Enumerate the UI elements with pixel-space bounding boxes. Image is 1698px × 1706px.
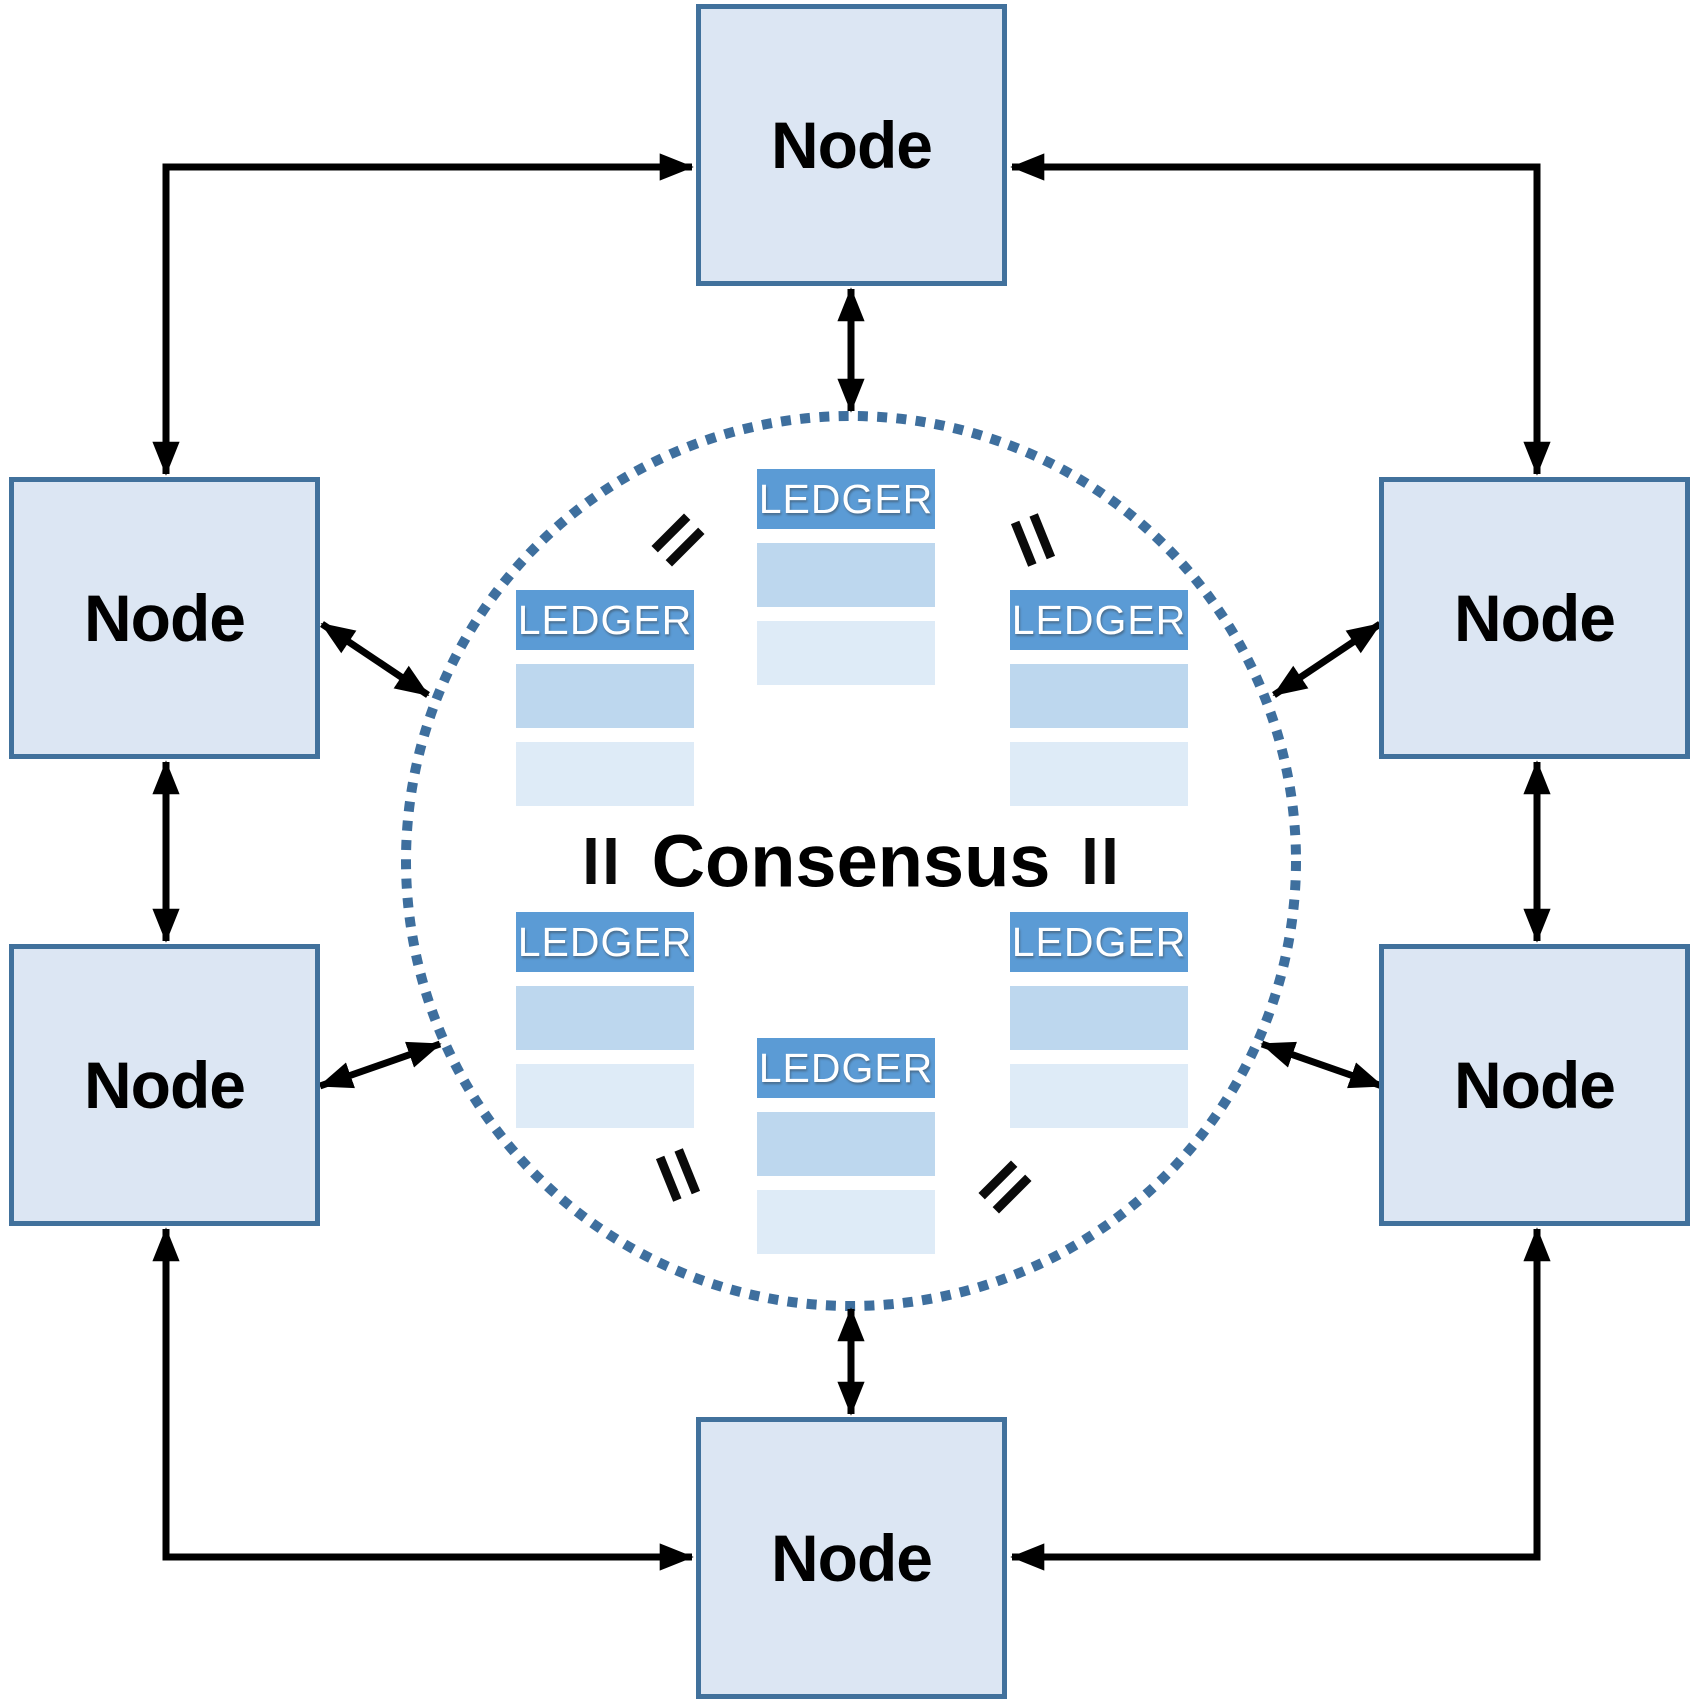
arrow-diagonal-lower-right (1260, 1040, 1384, 1090)
node-label: Node (84, 581, 246, 655)
ledger-table-bottom-center: LEDGER (757, 1038, 935, 1268)
ledger-table-upper-right: LEDGER (1010, 590, 1188, 820)
node-box-lower-left: Node (9, 944, 320, 1226)
ledger-row (757, 1190, 935, 1254)
ledger-table-lower-right: LEDGER (1010, 912, 1188, 1142)
arrow-elbow-top-left (152, 153, 694, 476)
ledger-header: LEDGER (1010, 912, 1188, 972)
node-box-bottom: Node (696, 1417, 1007, 1699)
ledger-table-upper-left: LEDGER (516, 590, 694, 820)
consensus-title: Consensus (651, 819, 1051, 903)
arrow-elbow-top-right (1010, 153, 1551, 476)
arrow-diagonal-lower-left (318, 1040, 442, 1090)
node-label: Node (84, 1048, 246, 1122)
ledger-row (1010, 1064, 1188, 1128)
node-box-lower-right: Node (1379, 944, 1690, 1226)
ledger-row (757, 543, 935, 607)
consensus-boundary-circle (401, 411, 1301, 1311)
node-label: Node (1454, 1048, 1616, 1122)
ledger-header: LEDGER (757, 1038, 935, 1098)
ledger-header: LEDGER (516, 590, 694, 650)
ledger-table-top-center: LEDGER (757, 469, 935, 699)
node-label: Node (1454, 581, 1616, 655)
node-box-upper-right: Node (1379, 477, 1690, 759)
ledger-row (516, 986, 694, 1050)
arrow-diagonal-upper-left (320, 621, 430, 698)
ledger-row (516, 742, 694, 806)
arrow-elbow-bottom-left (152, 1227, 694, 1571)
node-label: Node (771, 1521, 933, 1595)
ledger-row (1010, 664, 1188, 728)
ledger-header: LEDGER (1010, 590, 1188, 650)
arrow-elbow-bottom-right (1010, 1227, 1551, 1571)
ledger-row (1010, 742, 1188, 806)
arrow-diagonal-upper-right (1272, 621, 1382, 698)
ledger-row (516, 664, 694, 728)
ledger-row (516, 1064, 694, 1128)
node-label: Node (771, 108, 933, 182)
ledger-row (757, 621, 935, 685)
equals-icon (586, 838, 616, 884)
ledger-header: LEDGER (516, 912, 694, 972)
node-box-top: Node (696, 4, 1007, 286)
ledger-header: LEDGER (757, 469, 935, 529)
equals-icon (1085, 838, 1115, 884)
ledger-row (757, 1112, 935, 1176)
ledger-table-lower-left: LEDGER (516, 912, 694, 1142)
ledger-row (1010, 986, 1188, 1050)
node-box-upper-left: Node (9, 477, 320, 759)
